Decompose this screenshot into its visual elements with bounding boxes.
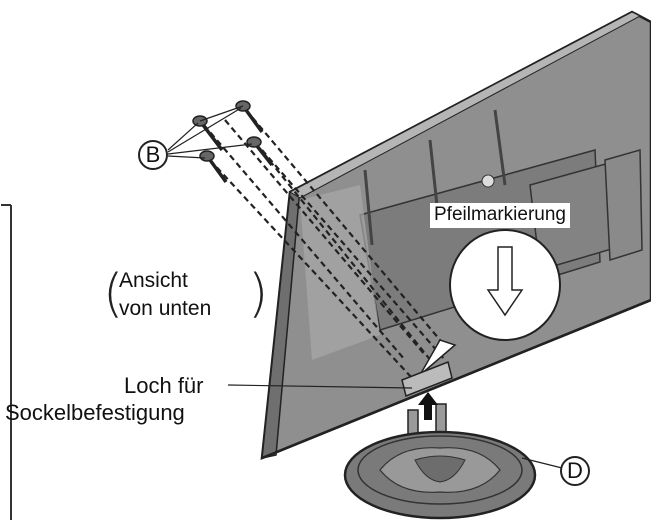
view-close-paren: ): [248, 264, 269, 324]
stand-neck: [401, 360, 453, 441]
stand-base: [343, 430, 537, 520]
zoom-callout: [419, 229, 561, 376]
stand-part-text: D: [567, 458, 583, 483]
left-panel-edge: [1, 204, 12, 520]
view-label-line1: Ansicht: [119, 269, 188, 292]
screw-part-label: B: [138, 140, 168, 170]
hole-label-line1: Loch für: [124, 373, 204, 398]
screws: [192, 100, 274, 184]
stand-part-label: D: [560, 456, 590, 486]
screw: [235, 100, 264, 134]
hole-leader: [227, 384, 413, 389]
label-d-leader: [521, 457, 563, 469]
screw: [192, 115, 224, 152]
screw-part-text: B: [145, 142, 161, 167]
screw-guide-lines: [203, 109, 446, 379]
label-b-leaders: [167, 105, 253, 159]
view-label-line2: von unten: [119, 297, 212, 320]
screw: [199, 150, 228, 184]
hole-label-line2: Sockelbefestigung: [5, 400, 185, 425]
tv-body: [260, 10, 651, 460]
arrow-marking-label: Pfeilmarkierung: [430, 203, 570, 228]
view-open-paren: (: [103, 264, 124, 324]
